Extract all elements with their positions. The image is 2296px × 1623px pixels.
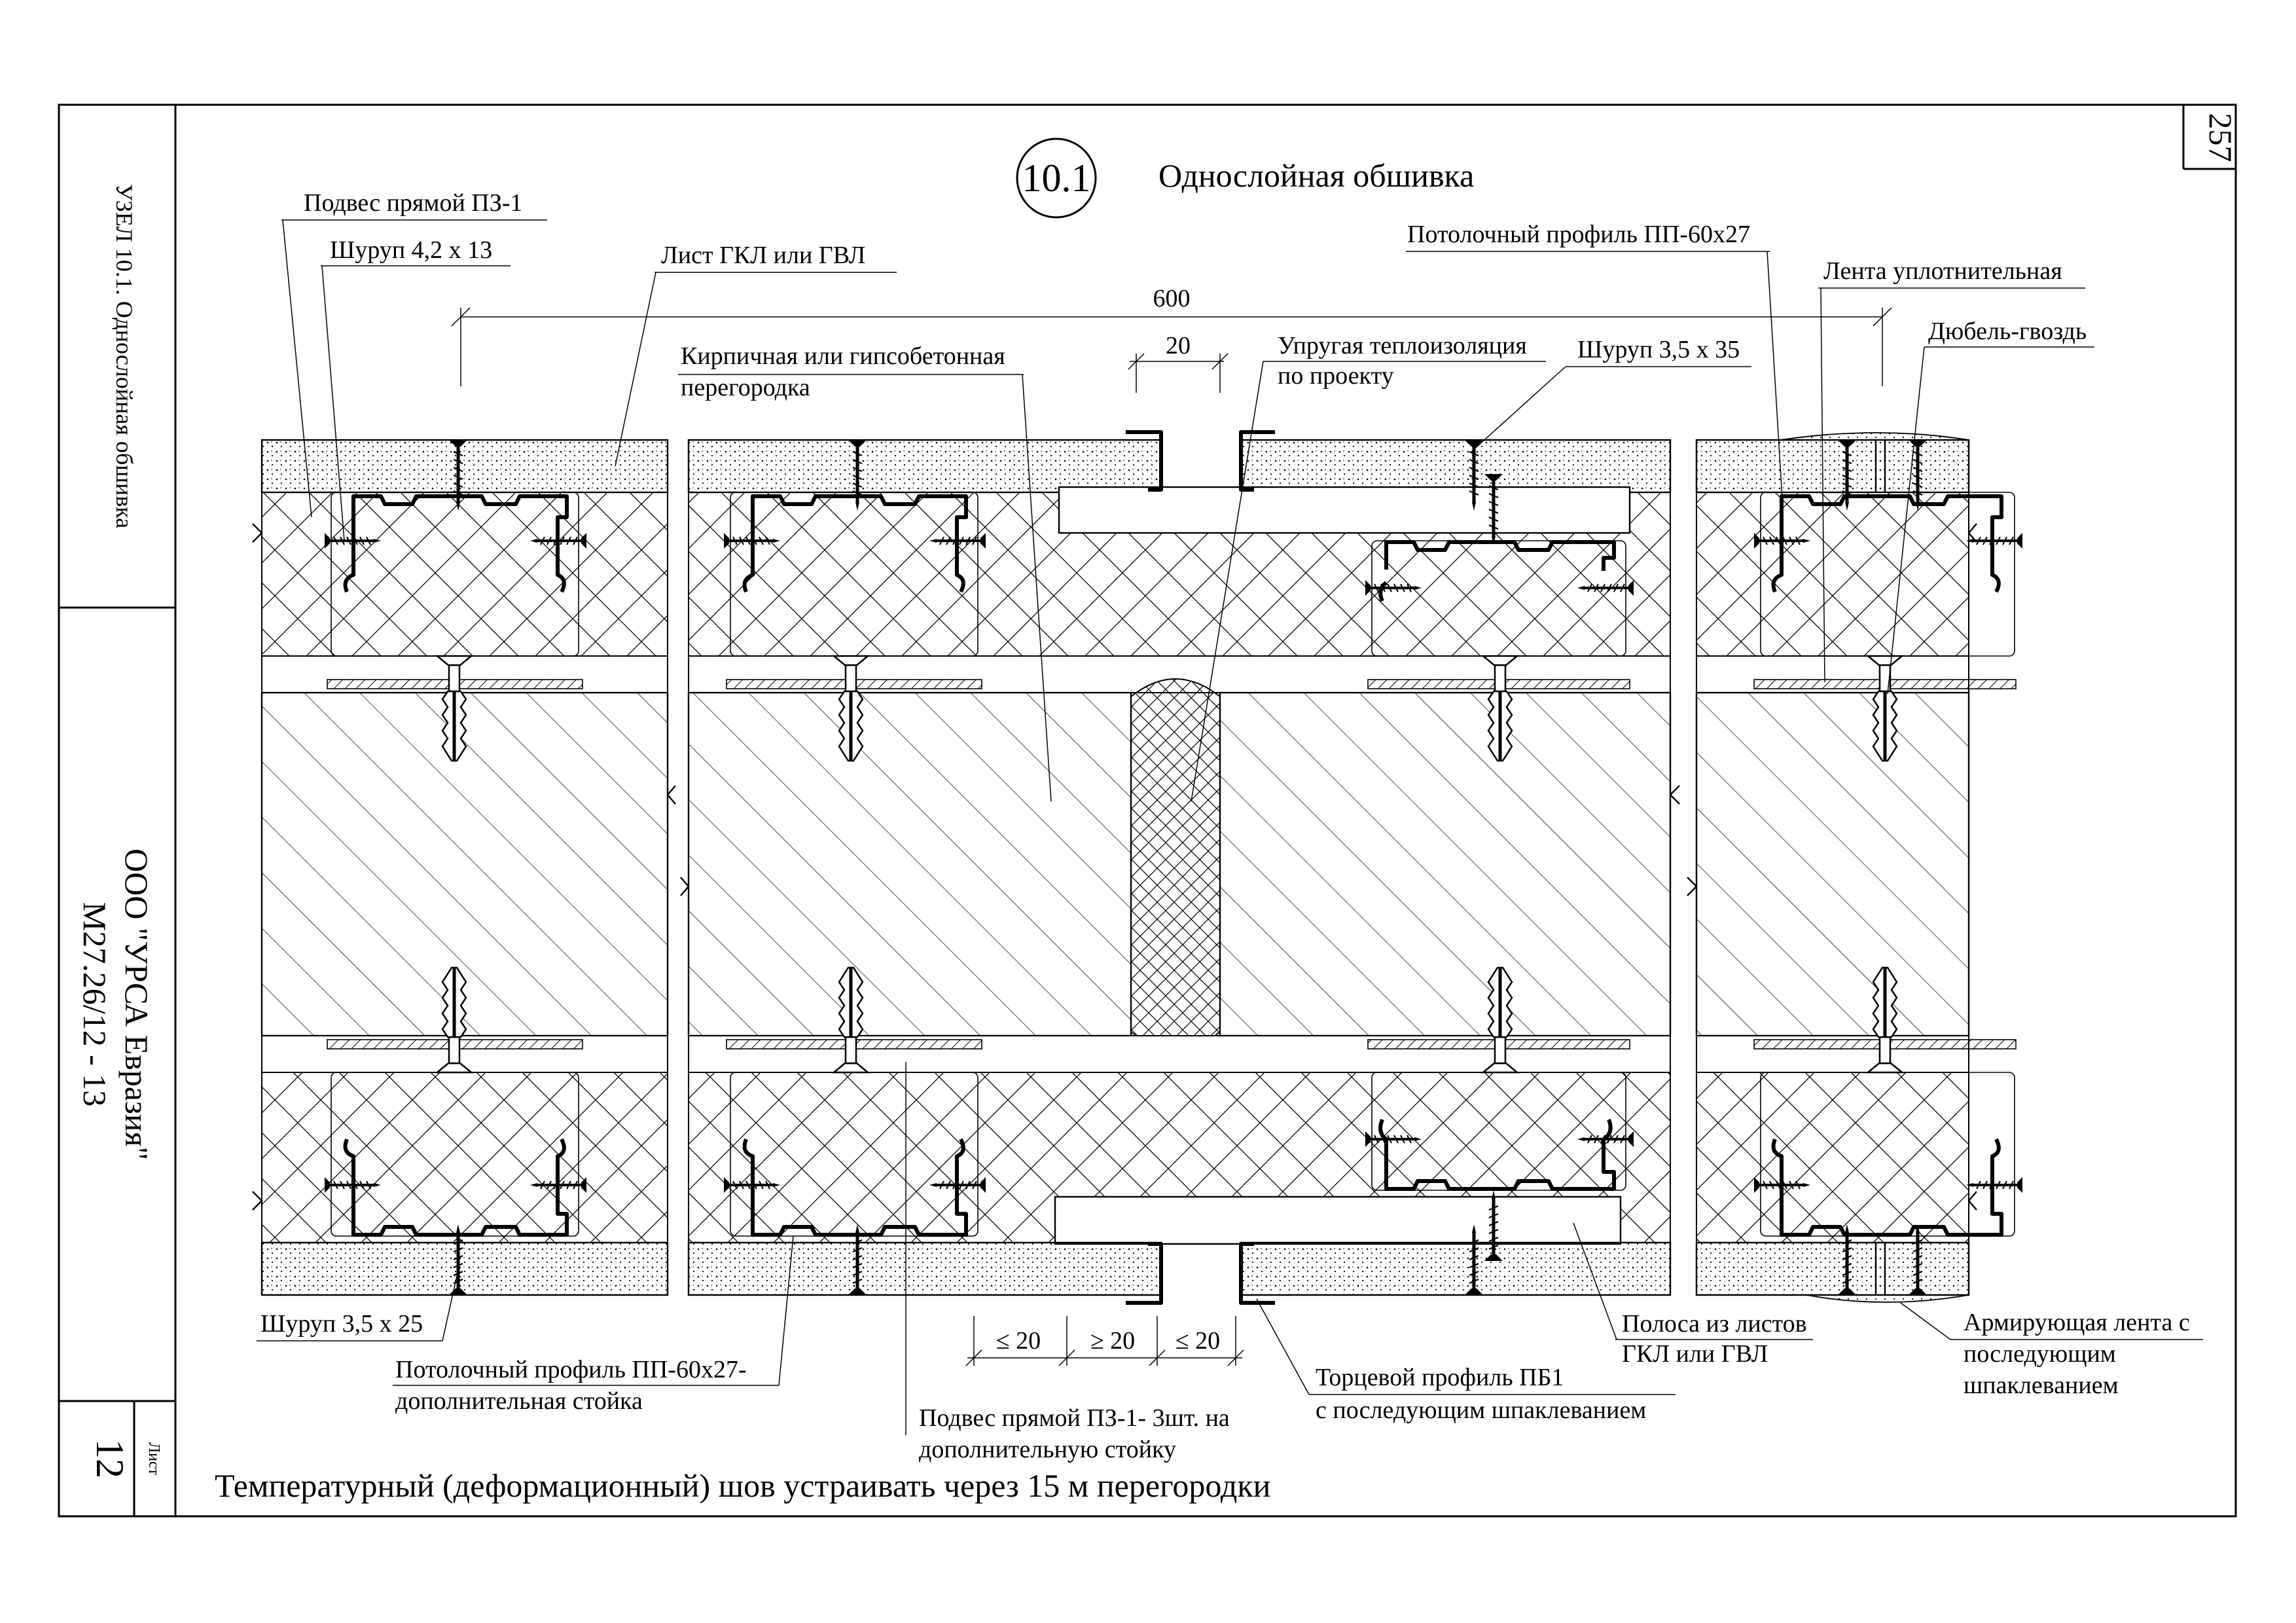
list-number: 12	[88, 1439, 132, 1478]
side-title: УЗЕЛ 10.1. Однослойная обшивка	[111, 184, 137, 528]
label-kirpich-2: перегородка	[681, 374, 810, 401]
document-code: М27.26/12 - 13	[77, 902, 113, 1107]
dimension-overall: 600	[451, 285, 1892, 386]
wall-section	[252, 430, 2024, 1305]
label-arm-2: последующим	[1964, 1340, 2116, 1368]
dimension-20: 20	[1166, 332, 1191, 359]
label-kirpich-1: Кирпичная или гипсобетонная	[681, 342, 1005, 370]
leaders	[257, 219, 2203, 1435]
dimension-bottom: ≤ 20 ≥ 20 ≤ 20	[965, 1316, 1244, 1366]
label-torec-2: с последующим шпаклеванием	[1316, 1396, 1646, 1424]
label-list-gkl: Лист ГКЛ или ГВЛ	[661, 242, 865, 269]
label-torec-1: Торцевой профиль ПБ1	[1316, 1364, 1564, 1391]
label-podves: Подвес прямой ПЗ-1	[304, 189, 522, 217]
label-arm-1: Армирующая лента с	[1964, 1309, 2190, 1336]
list-label: Лист	[145, 1442, 162, 1476]
drawing-title: Однослойная обшивка	[1158, 157, 1474, 194]
label-polosa-2: ГКЛ или ГВЛ	[1622, 1340, 1768, 1368]
note-text: Температурный (деформационный) шов устра…	[215, 1467, 1270, 1504]
label-podves3-1: Подвес прямой ПЗ-1- 3шт. на	[919, 1404, 1230, 1432]
label-potolok-top: Потолочный профиль ПП-60х27	[1407, 221, 1750, 248]
label-shurup-3-5-25: Шуруп 3,5 х 25	[260, 1310, 423, 1338]
dimension-le20-left: ≤ 20	[996, 1327, 1041, 1355]
node-circle	[1016, 137, 1097, 219]
label-lenta: Лента уплотнительная	[1823, 257, 2062, 285]
organization-name: ООО "УРСА Евразия"	[118, 848, 155, 1160]
label-dop-stoika-2: дополнительная стойка	[395, 1387, 643, 1415]
label-dop-stoika-1: Потолочный профиль ПП-60х27-	[395, 1356, 747, 1383]
label-polosa-1: Полоса из листов	[1622, 1310, 1807, 1338]
label-arm-3: шпаклеванием	[1964, 1372, 2119, 1399]
dimension-600: 600	[1153, 285, 1191, 312]
label-podves3-2: дополнительную стойку	[919, 1436, 1176, 1463]
label-dubel: Дюбель-гвоздь	[1928, 318, 2087, 345]
label-teplo-1: Упругая теплоизоляция	[1278, 332, 1527, 359]
dimension-gap: 20	[1128, 332, 1229, 393]
dimension-le20-right: ≤ 20	[1175, 1327, 1220, 1355]
label-shurup-3-5-35: Шуруп 3,5 х 35	[1577, 336, 1740, 363]
sheet-number: 257	[2202, 113, 2239, 162]
node-number: 10.1	[1022, 156, 1091, 200]
label-teplo-2: по проекту	[1278, 362, 1394, 390]
dimension-ge20: ≥ 20	[1090, 1327, 1135, 1355]
label-shurup-4-2: Шуруп 4,2 х 13	[330, 236, 492, 264]
